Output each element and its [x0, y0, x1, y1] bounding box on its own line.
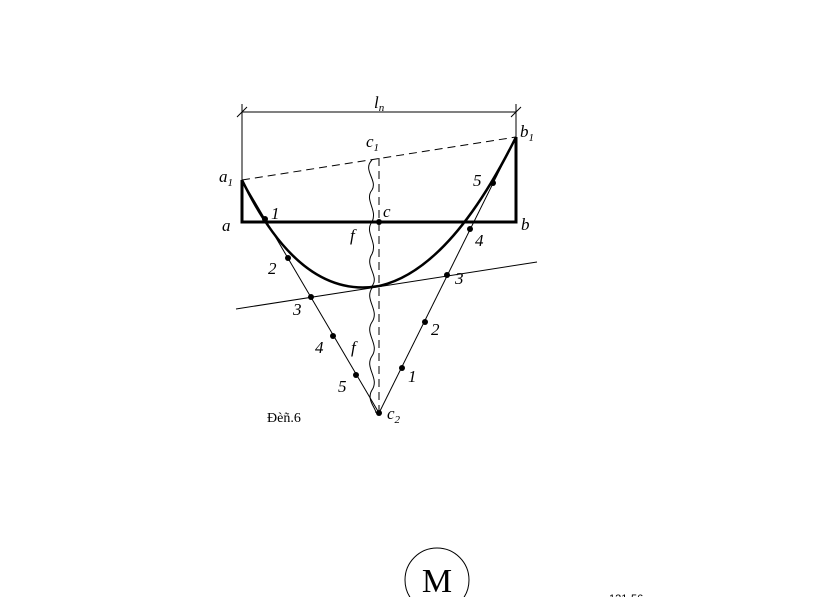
figure-caption: Đèñ.6 [267, 411, 301, 426]
left-point-2 [285, 255, 291, 261]
wavy-dimension-f-upper [368, 159, 375, 287]
label-ln: ln [374, 93, 385, 114]
logo-badge: M [404, 547, 470, 597]
right-point-1 [399, 365, 405, 371]
point-c2 [376, 410, 382, 416]
label-a: a [222, 216, 231, 235]
left-number-3: 3 [292, 300, 302, 319]
label-f-upper: f [350, 226, 357, 245]
right-point-5 [490, 180, 496, 186]
label-c2: c2 [387, 404, 401, 426]
left-point-1 [262, 216, 268, 222]
logo-letter: M [422, 563, 452, 597]
chord-a1-b1 [241, 136, 517, 181]
right-number-5: 5 [473, 171, 482, 190]
right-ray-points [399, 180, 496, 371]
label-f-lower: f [351, 338, 358, 357]
label-a1: a1 [219, 167, 233, 189]
left-point-4 [330, 333, 336, 339]
parabola-curve [240, 136, 518, 289]
left-point-3 [308, 294, 314, 300]
right-number-3: 3 [454, 269, 464, 288]
right-point-4 [467, 226, 473, 232]
left-number-1: 1 [271, 204, 280, 223]
label-b: b [521, 215, 530, 234]
left-ray-points [262, 216, 359, 378]
label-c: c [383, 202, 391, 221]
left-point-5 [353, 372, 359, 378]
label-b1: b1 [520, 122, 534, 144]
right-point-3 [444, 272, 450, 278]
left-number-5: 5 [338, 377, 347, 396]
tangent-line [235, 261, 538, 310]
right-number-4: 4 [475, 231, 484, 250]
point-c [376, 219, 382, 225]
label-c1: c1 [366, 132, 379, 154]
right-number-2: 2 [431, 320, 440, 339]
left-number-4: 4 [315, 338, 324, 357]
right-point-2 [422, 319, 428, 325]
dimension-line-ln [236, 104, 522, 182]
right-number-1: 1 [408, 367, 417, 386]
wavy-dimension-f-lower [369, 287, 377, 414]
corner-code: 121-56 [609, 593, 643, 597]
left-number-2: 2 [268, 259, 277, 278]
